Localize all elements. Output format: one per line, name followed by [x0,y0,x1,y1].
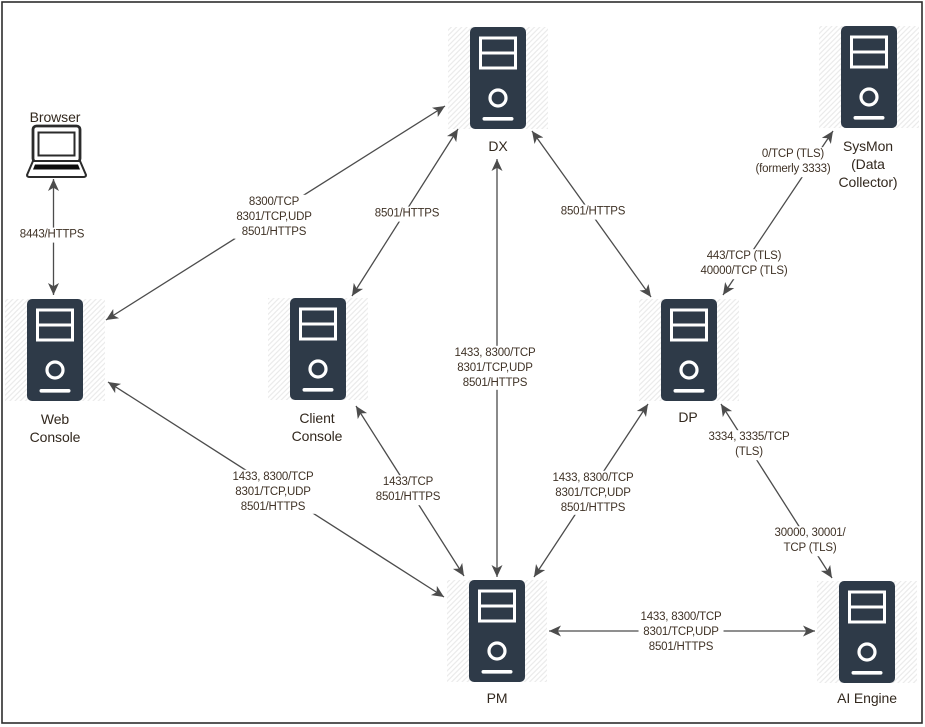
server-tower-icon [661,299,717,401]
node-web-console [5,299,105,401]
laptop-icon [25,124,88,178]
node-sysmon [819,26,919,128]
nodes-layer [5,26,919,683]
server-tower-icon [470,27,526,129]
server-tower-icon [469,580,525,682]
server-tower-icon [27,299,83,401]
node-browser [25,124,88,178]
node-dp [639,299,739,401]
server-tower-icon [841,26,897,128]
node-ai-engine [817,581,917,683]
server-tower-icon [839,581,895,683]
node-pm [447,580,547,682]
node-dx [448,27,548,129]
server-tower-icon [290,298,346,400]
node-client-console [268,298,368,400]
